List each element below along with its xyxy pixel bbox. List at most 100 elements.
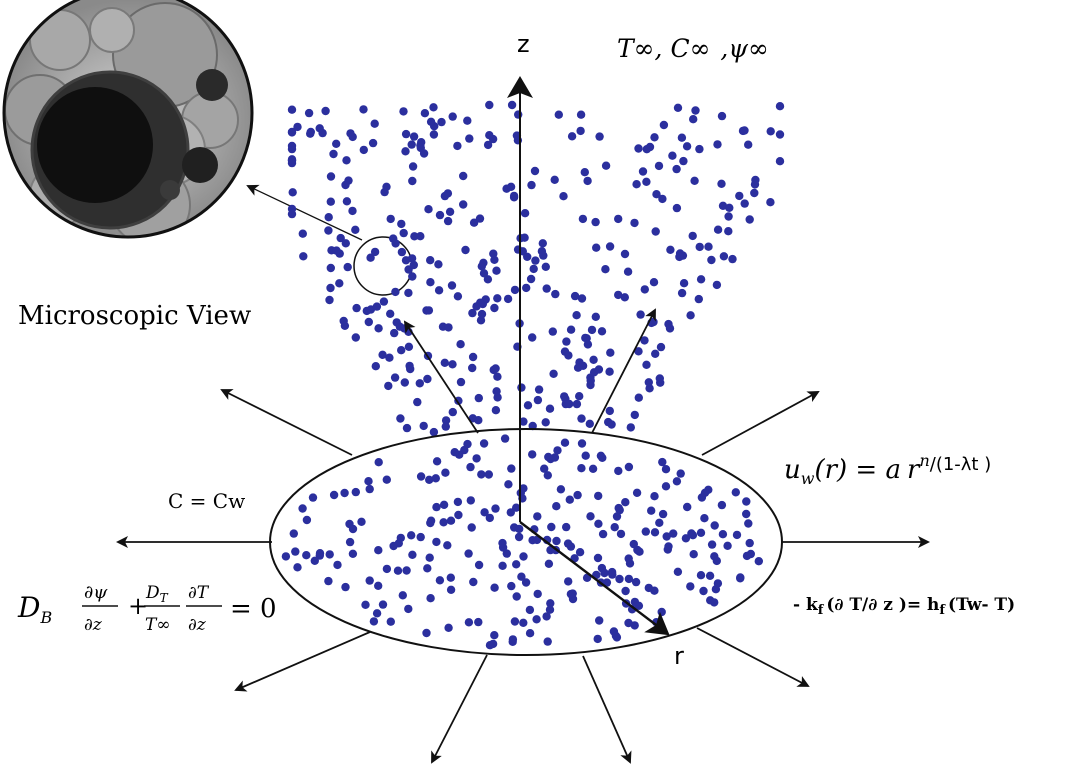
nanoparticle-dot: [512, 592, 521, 601]
inset-caption: Microscopic View: [18, 301, 251, 331]
nanoparticle-dot: [308, 493, 318, 502]
nanoparticle-dot: [647, 506, 656, 515]
nanoparticle-dot: [390, 373, 400, 382]
svg-text:∂z: ∂z: [188, 615, 207, 635]
nanoparticle-dot: [302, 515, 312, 525]
nanoparticle-dot: [679, 156, 688, 166]
nanoparticle-dot: [484, 470, 493, 479]
nanoparticle-dot: [448, 112, 457, 121]
nanoparticle-dot: [477, 262, 486, 271]
nanoparticle-dot: [607, 420, 616, 429]
nanoparticle-dot: [424, 306, 434, 315]
nanoparticle-dot: [419, 421, 428, 431]
nanoparticle-dot: [475, 214, 485, 223]
nanoparticle-dot: [560, 392, 569, 401]
nanoparticle-dot: [580, 168, 589, 177]
nanoparticle-dot: [598, 453, 607, 462]
nanoparticle-dot: [326, 172, 336, 181]
nanoparticle-dot: [288, 188, 297, 197]
nanoparticle-dot: [366, 253, 375, 262]
nanoparticle-dot: [382, 182, 391, 191]
svg-text:∂z: ∂z: [84, 615, 103, 635]
nanoparticle-dot: [321, 106, 330, 116]
nanoparticle-dot: [658, 194, 667, 204]
nanoparticle-dot: [537, 247, 547, 256]
nanoparticle-dot: [559, 192, 568, 201]
nanoparticle-dot: [351, 333, 360, 342]
nanoparticle-dot: [406, 364, 415, 374]
nanoparticle-dot: [439, 500, 449, 509]
nanoparticle-dot: [361, 600, 370, 609]
nanoparticle-dot: [491, 364, 500, 373]
nanoparticle-dot: [632, 488, 642, 497]
nanoparticle-dot: [434, 260, 443, 269]
nanoparticle-dot: [583, 340, 593, 349]
nanoparticle-dot: [543, 471, 552, 480]
nanoparticle-dot: [503, 294, 513, 304]
nanoparticle-dot: [740, 126, 749, 135]
nanoparticle-dot: [650, 492, 659, 501]
nanoparticle-dot: [402, 423, 412, 433]
nanoparticle-dot: [719, 252, 729, 261]
nanoparticle-dot: [479, 269, 489, 278]
nanoparticle-dot: [506, 182, 516, 191]
nanoparticle-dot: [315, 549, 325, 558]
nanoparticle-dot: [666, 245, 675, 254]
nanoparticle-dot: [515, 524, 524, 534]
nanoparticle-dot: [696, 275, 706, 284]
nanoparticle-dot: [407, 254, 417, 263]
nanoparticle-dot: [404, 288, 413, 298]
nanoparticle-dot: [728, 254, 737, 264]
nanoparticle-dot: [541, 262, 550, 271]
nanoparticle-dot: [370, 247, 380, 257]
nanoparticle-dot: [686, 582, 695, 591]
nanoparticle-dot: [281, 552, 291, 561]
nanoparticle-dot: [713, 140, 722, 149]
nanoparticle-dot: [382, 564, 392, 574]
nanoparticle-dot: [713, 579, 723, 588]
nanoparticle-dot: [464, 618, 474, 627]
nanoparticle-dot: [466, 496, 475, 505]
nanoparticle-dot: [468, 352, 478, 362]
nanoparticle-dot: [635, 547, 644, 556]
nanoparticle-dot: [402, 566, 411, 575]
nanoparticle-dot: [597, 327, 607, 336]
r-axis-label: r: [674, 642, 684, 670]
nanoparticle-dot: [400, 378, 409, 387]
nanoparticle-dot: [507, 581, 516, 591]
nanoparticle-dot: [565, 399, 574, 409]
nanoparticle-dot: [533, 589, 542, 599]
nanoparticle-cloud: [281, 100, 785, 650]
nanoparticle-dot: [640, 336, 649, 345]
nanoparticle-dot: [775, 157, 785, 166]
nanoparticle-dot: [508, 637, 517, 646]
nanoparticle-dot: [717, 179, 726, 188]
nanoparticle-dot: [502, 549, 511, 558]
nanoparticle-dot: [472, 454, 481, 463]
nanoparticle-dot: [591, 312, 600, 321]
nanoparticle-dot: [525, 629, 535, 638]
wall-concentration-label: C = Cw: [168, 489, 245, 513]
nanoparticle-dot: [586, 376, 595, 385]
nanoparticle-dot: [608, 570, 617, 579]
nanoparticle-dot: [592, 243, 601, 252]
nanoparticle-dot: [577, 439, 587, 448]
nanoparticle-dot: [545, 404, 555, 413]
nanoparticle-dot: [642, 145, 651, 154]
nanoparticle-dot: [287, 156, 297, 165]
nanoparticle-dot: [581, 333, 590, 343]
nanoparticle-dot: [520, 209, 530, 218]
nanoparticle-dot: [491, 504, 500, 513]
nanoparticle-dot: [673, 103, 683, 113]
nanoparticle-dot: [614, 290, 623, 300]
nanoparticle-dot: [432, 457, 442, 466]
nanoparticle-dot: [598, 529, 608, 539]
nanoparticle-dot: [372, 609, 382, 618]
nanoparticle-dot: [694, 294, 703, 304]
nanoparticle-dot: [578, 214, 588, 224]
nanoparticle-dot: [385, 353, 394, 362]
nanoparticle-dot: [550, 175, 559, 184]
nanoparticle-dot: [551, 289, 560, 299]
nanoparticle-dot: [605, 367, 614, 376]
nanoparticle-dot: [476, 316, 486, 325]
